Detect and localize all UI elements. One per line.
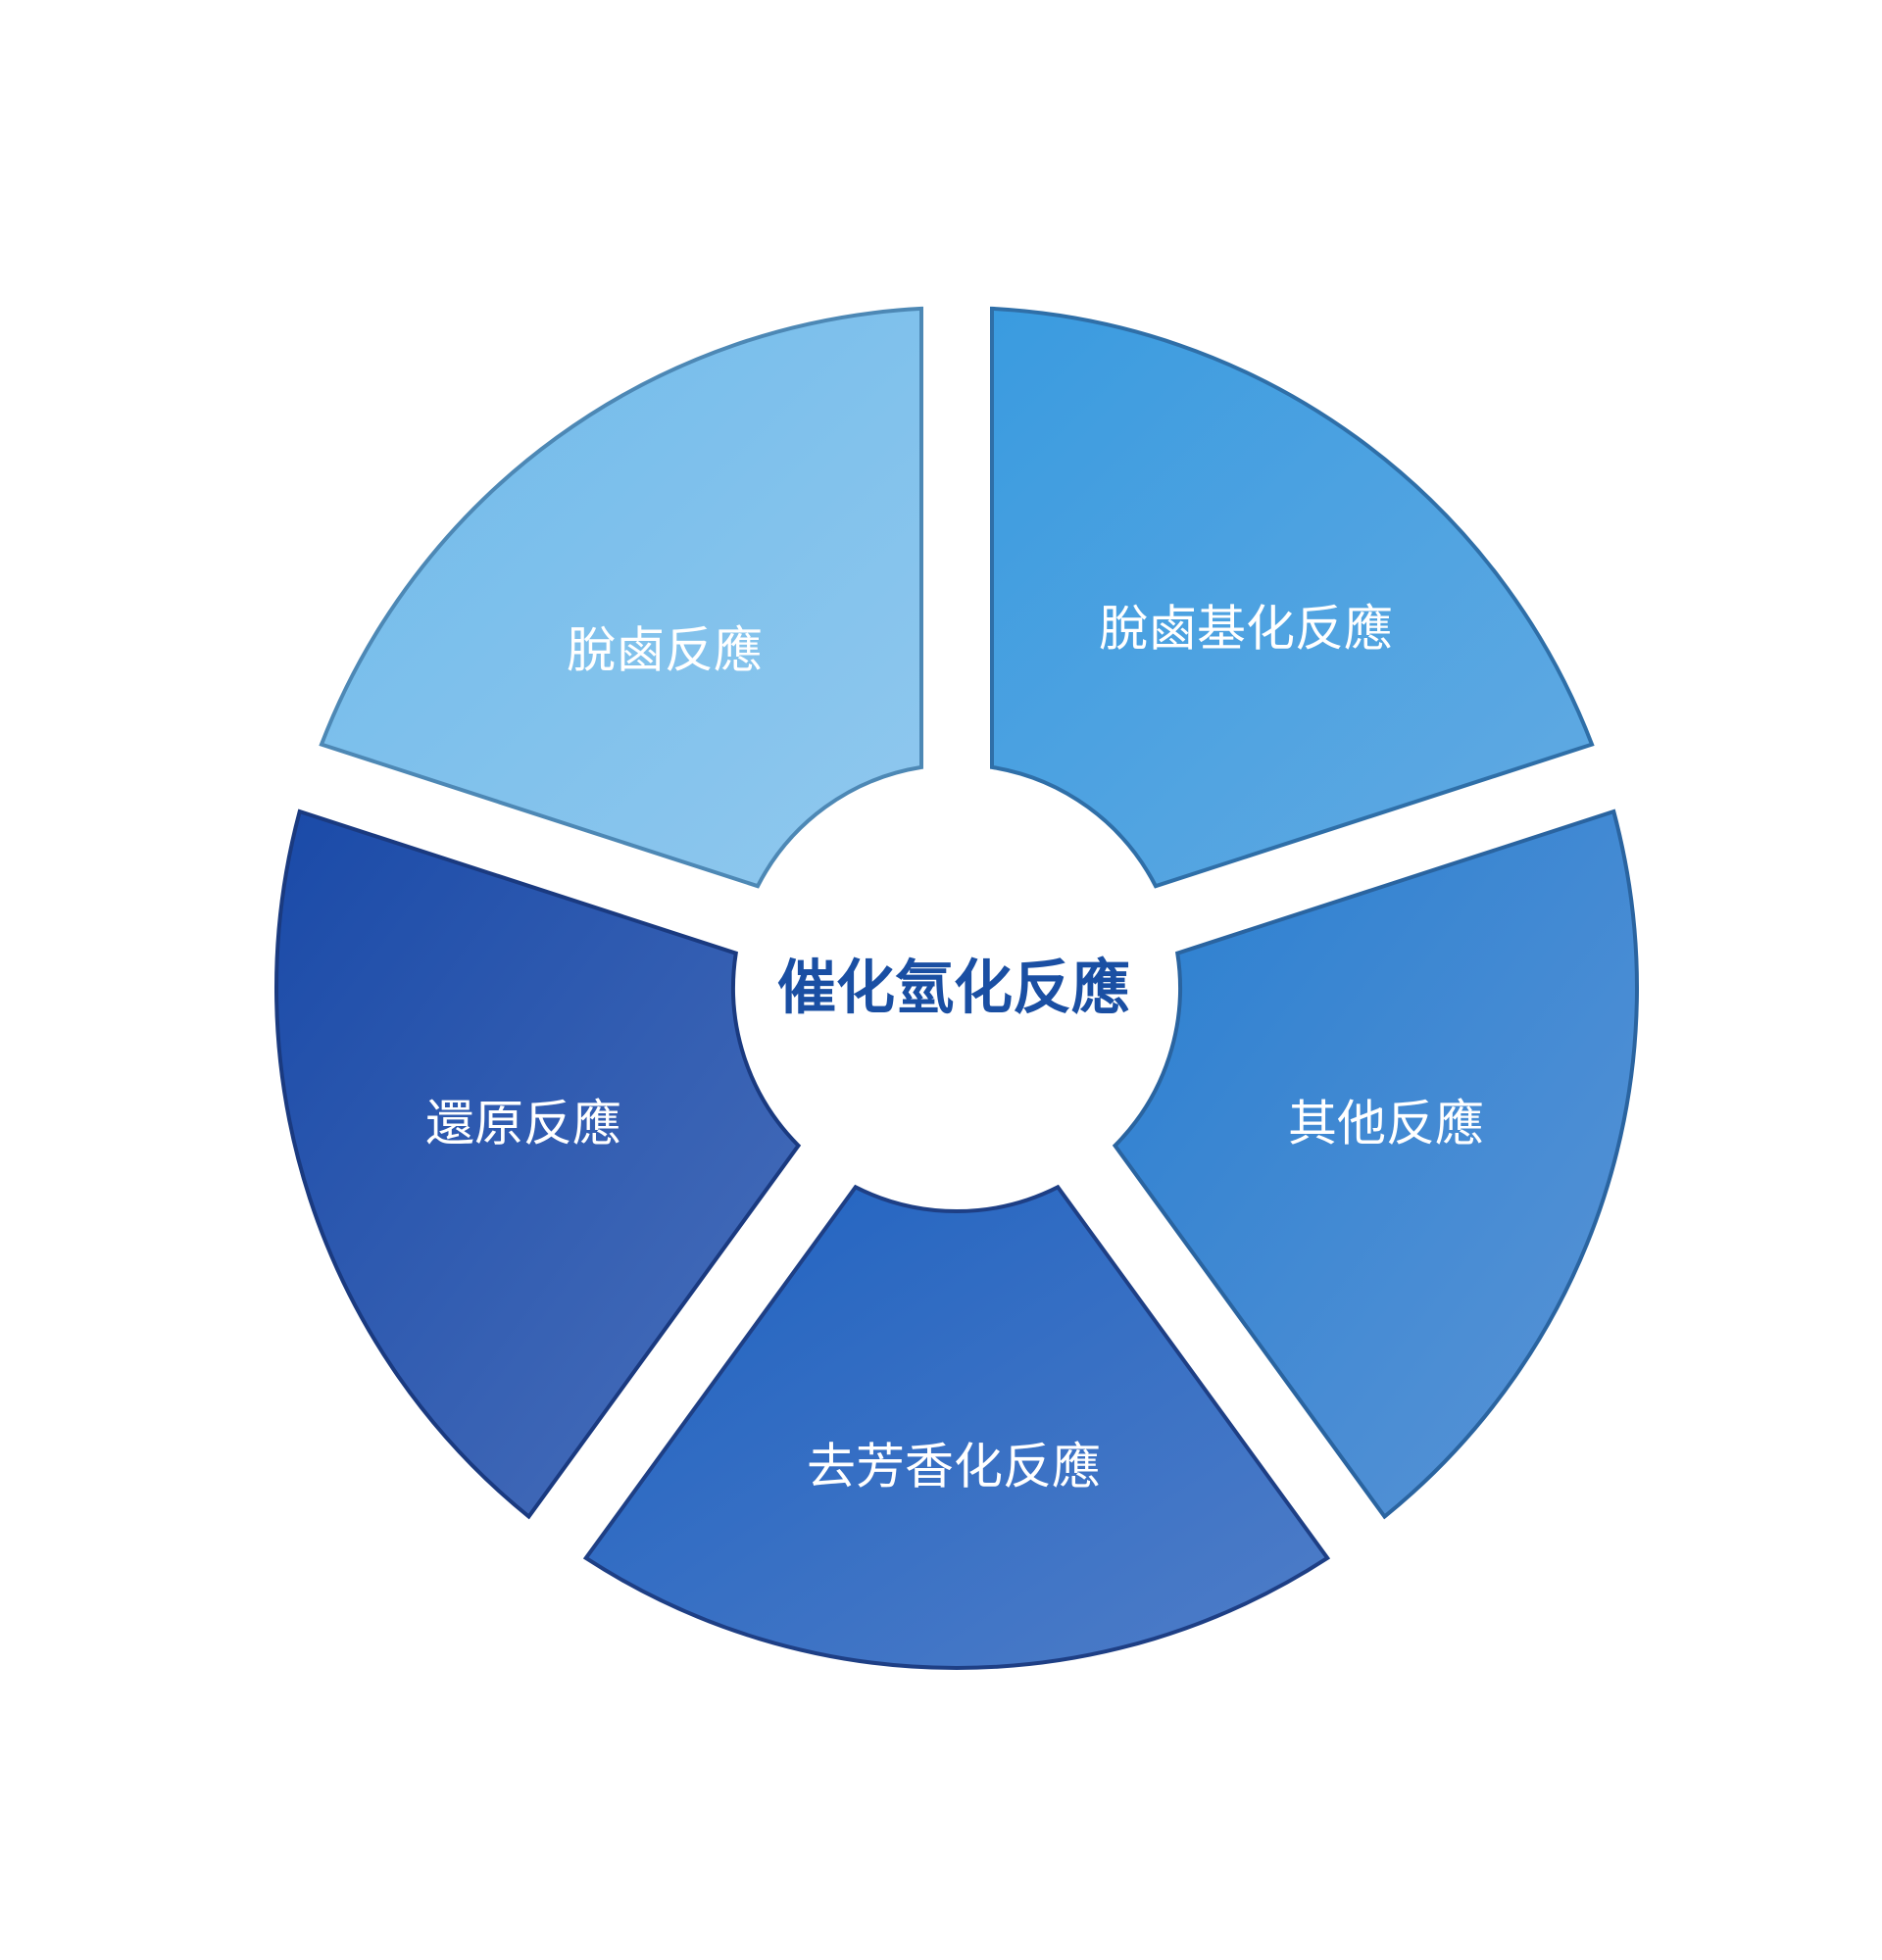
segment-label: 脫鹵反應	[567, 622, 763, 679]
segment-1	[990, 306, 1595, 889]
segment-label: 去芳香化反應	[807, 1439, 1101, 1495]
segment-5	[319, 306, 923, 889]
center-label: 催化氫化反應	[777, 955, 1130, 1023]
segment-2	[1112, 808, 1639, 1520]
segment-3	[582, 1184, 1331, 1670]
segment-label: 還原反應	[425, 1096, 621, 1152]
segment-4	[274, 808, 802, 1520]
segment-label: 脫鹵基化反應	[1099, 601, 1393, 658]
segment-label: 其他反應	[1288, 1096, 1484, 1152]
